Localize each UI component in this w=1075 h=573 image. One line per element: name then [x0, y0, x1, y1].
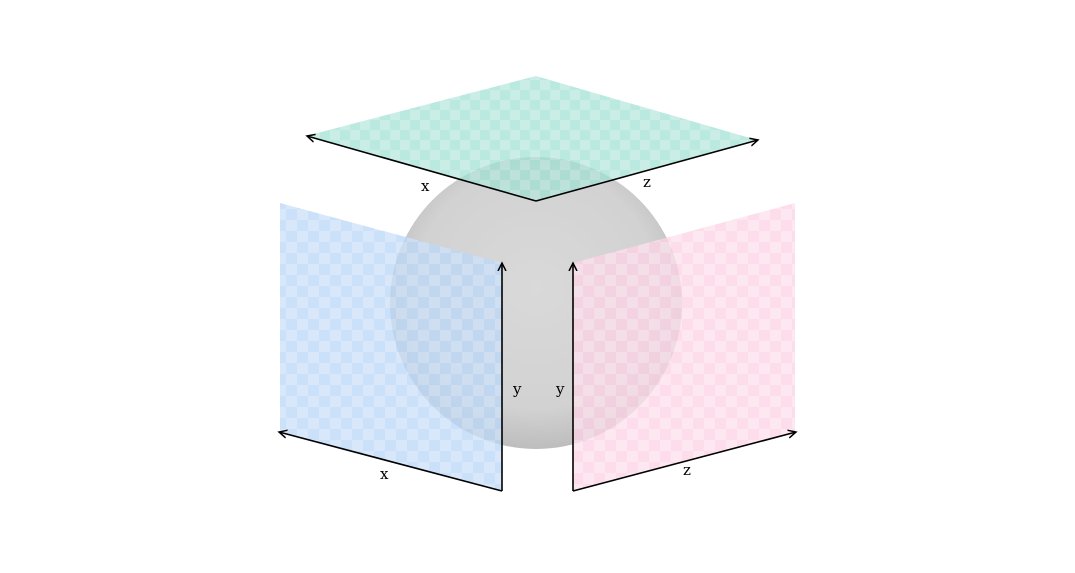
left-plane-surface	[280, 203, 502, 491]
top-plane-z-axis	[535, 140, 758, 202]
right-plane-z-axis	[572, 432, 796, 492]
top-plane-x-axis	[307, 136, 537, 202]
right-plane-y-label: y	[555, 380, 565, 398]
left-plane: y x	[279, 203, 522, 492]
left-plane-y-label: y	[512, 380, 522, 398]
right-plane: y z	[555, 203, 796, 492]
right-plane-z-label: z	[683, 461, 691, 479]
right-plane-surface	[573, 203, 795, 491]
top-plane-surface	[306, 76, 757, 201]
top-plane-z-label: z	[643, 173, 651, 191]
left-plane-x-axis	[279, 432, 503, 492]
top-plane: x z	[306, 76, 758, 202]
top-plane-x-label: x	[421, 177, 430, 195]
left-plane-x-label: x	[380, 465, 389, 483]
